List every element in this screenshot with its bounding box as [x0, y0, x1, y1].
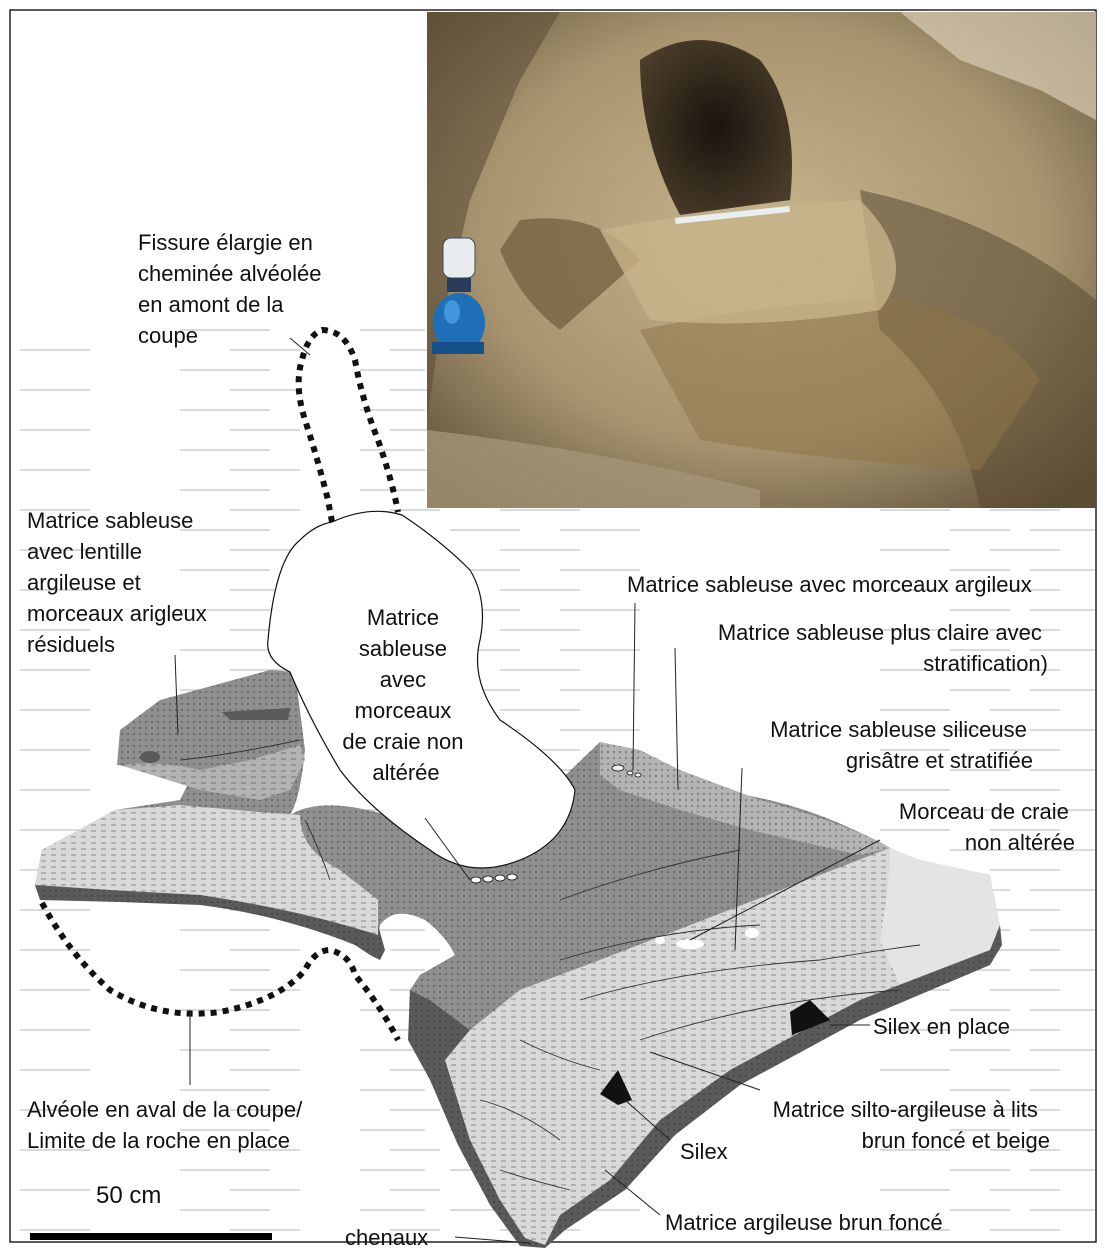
clay-lens-small [140, 751, 160, 763]
cave-photograph [427, 12, 1096, 508]
label-morceau-craie: Morceau de craie non altérée [899, 799, 1075, 855]
scale-bar-line [30, 1233, 272, 1240]
label-argileuse: Matrice argileuse brun foncé [665, 1210, 943, 1235]
label-silex: Silex [680, 1139, 728, 1164]
scale-bar-label: 50 cm [96, 1182, 161, 1209]
label-chenaux: chenaux [345, 1225, 428, 1250]
label-matrice-claire: Matrice sableuse plus claire avec strati… [718, 620, 1048, 676]
scale-bar: 50 cm [30, 1182, 272, 1240]
label-silex-place: Silex en place [873, 1014, 1010, 1039]
fissure-chimney-outline [299, 330, 398, 522]
label-matrice-morceaux: Matrice sableuse avec morceaux argileux [627, 572, 1032, 597]
label-silto: Matrice silto-argileuse à lits brun fonc… [773, 1097, 1050, 1153]
label-matrice-lentille: Matrice sableuse avec lentille argileuse… [27, 508, 213, 657]
label-matrice-siliceuse: Matrice sableuse siliceuse grisâtre et s… [770, 717, 1033, 773]
label-alveole: Alvéole en aval de la coupe/ Limite de l… [27, 1097, 308, 1153]
